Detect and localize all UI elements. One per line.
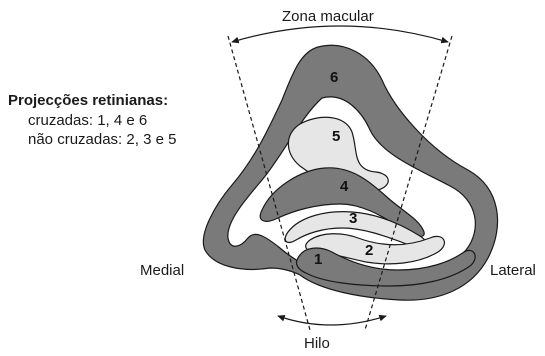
layer-5-number: 5 (332, 128, 340, 145)
layer-2-number: 2 (365, 242, 373, 259)
layer-3-number: 3 (349, 210, 357, 227)
layer-4-number: 4 (340, 178, 349, 195)
layer-6-number: 6 (330, 69, 338, 86)
layer-1-number: 1 (314, 251, 322, 268)
macular-zone-arc (232, 26, 448, 42)
hilum-arc (278, 316, 386, 325)
